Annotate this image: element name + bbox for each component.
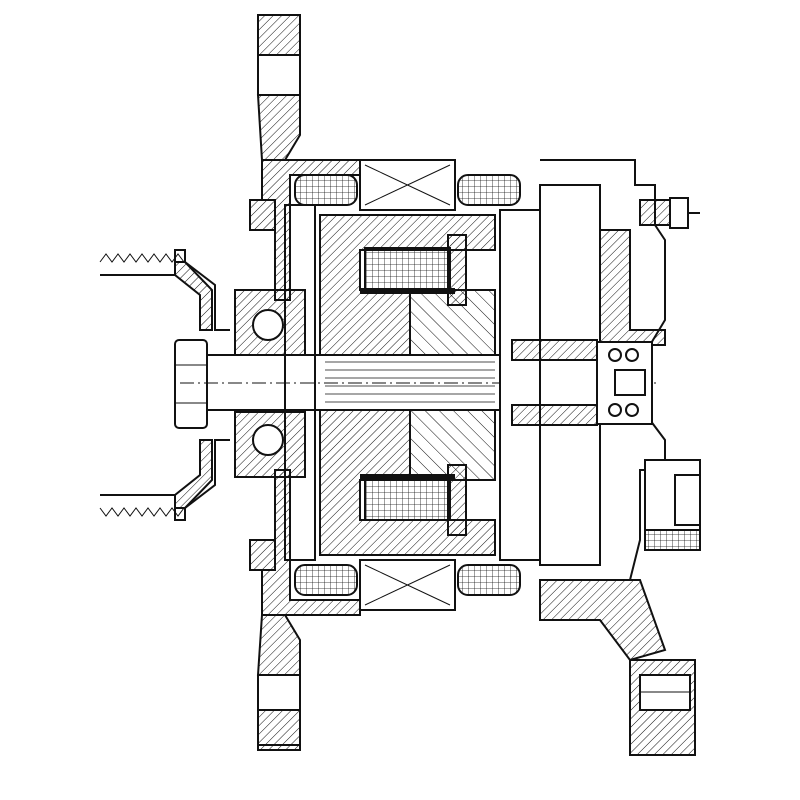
stator [294,159,521,611]
side-connector [644,459,701,551]
pulley [99,249,230,521]
front-bearing [234,289,306,478]
front-housing-flange [249,14,361,751]
rear-housing [499,159,667,662]
terminal-stud [639,197,700,229]
shaft-nut [174,339,208,429]
bottom-connector [629,659,696,756]
rotor [284,204,496,561]
